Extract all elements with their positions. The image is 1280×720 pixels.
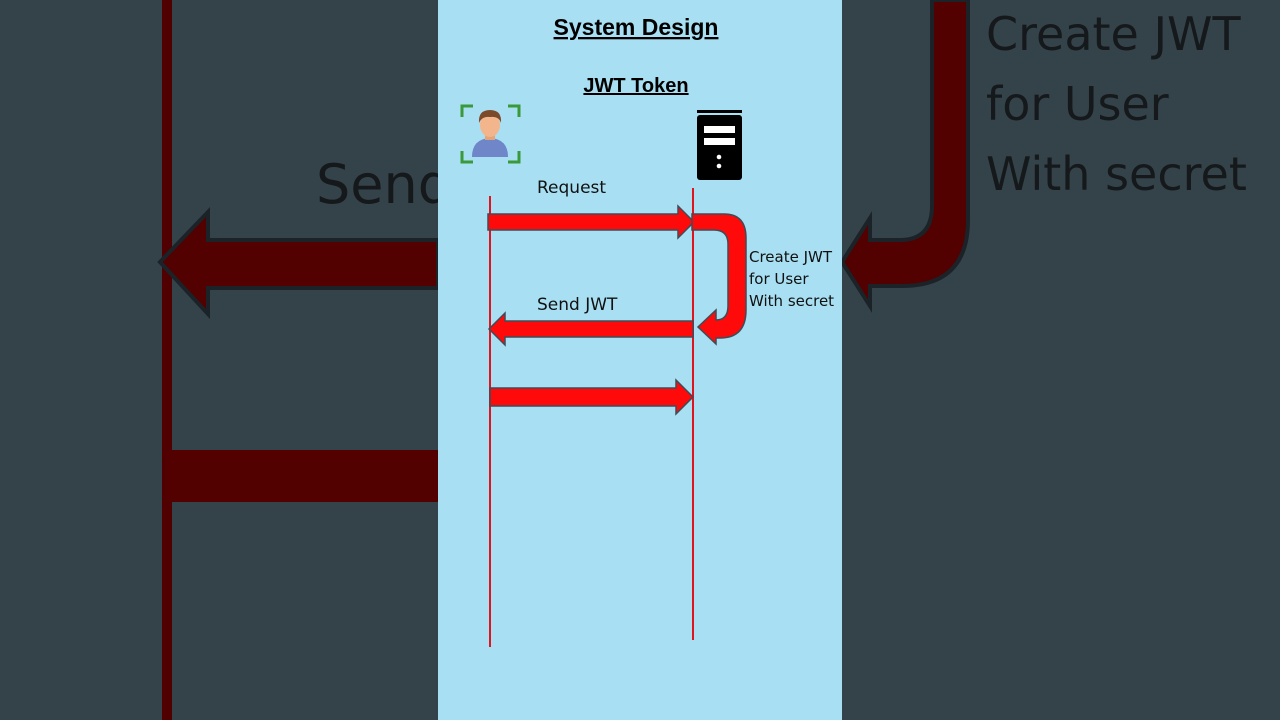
backdrop-send-text: Send [316, 153, 452, 216]
backdrop-lifeline [162, 0, 172, 720]
backdrop-left-arrow [157, 207, 440, 320]
note-line-1: Create JWT [749, 248, 833, 266]
slide-subtitle: JWT Token [583, 75, 688, 97]
sequence-diagram: System Design JWT Token [460, 14, 834, 647]
send-jwt-label: Send JWT [537, 295, 618, 315]
slide-panel: System Design JWT Token [438, 0, 842, 720]
send-jwt-arrow [487, 311, 694, 347]
note-line-3: With secret [749, 292, 834, 310]
request-label: Request [537, 178, 606, 198]
note-line-2: for User [749, 270, 809, 288]
backdrop-note-line-2: for User [986, 77, 1169, 131]
backdrop-note-line-3: With secret [986, 147, 1247, 201]
next-request-arrow [489, 378, 695, 416]
slide-title: System Design [554, 14, 719, 40]
backdrop-bottom-bar [165, 450, 438, 502]
backdrop-note-line-1: Create JWT [986, 7, 1242, 61]
server-tower-icon [697, 110, 742, 180]
request-arrow [487, 204, 696, 240]
user-avatar-icon [460, 104, 521, 164]
create-jwt-loop-arrow [691, 213, 747, 346]
backdrop-curved-arrow [839, 0, 970, 313]
